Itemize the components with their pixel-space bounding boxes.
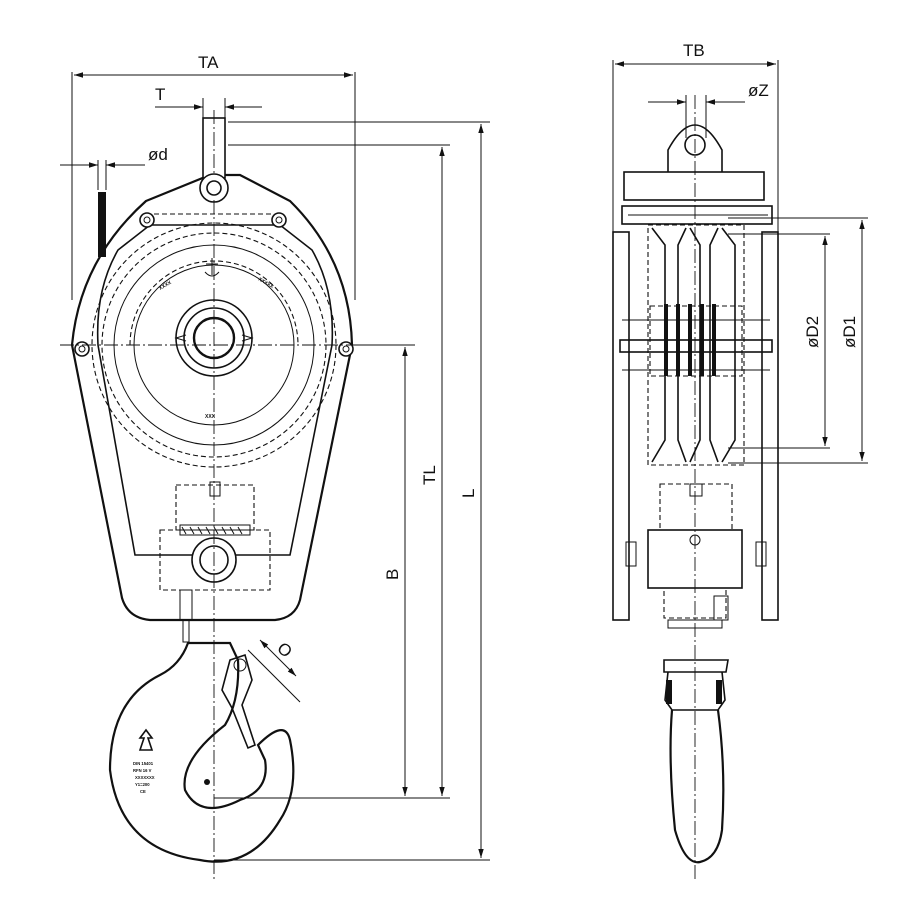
dim-d: ød xyxy=(148,145,168,164)
dim-T: T xyxy=(155,85,165,104)
bolt-top-left xyxy=(139,212,155,228)
front-side-plate xyxy=(70,173,354,622)
side-hook-shank xyxy=(663,659,729,673)
side-plate-left xyxy=(612,231,630,621)
side-view xyxy=(612,95,779,880)
dim-TB: TB xyxy=(683,41,705,60)
hook-mark-line3: XXXXXXX xyxy=(135,775,155,780)
dim-L: L xyxy=(459,489,478,498)
dim-O: O xyxy=(273,639,295,662)
side-hook-body xyxy=(669,709,725,864)
dim-TL: TL xyxy=(420,465,439,485)
bolt-top-right xyxy=(271,212,287,228)
hook-mark-line2: RFN 16 V xyxy=(133,768,152,773)
plate-bolts xyxy=(74,212,354,357)
load-hook xyxy=(108,641,295,863)
suspension-eye xyxy=(199,110,229,203)
dim-TA: TA xyxy=(198,53,219,72)
dim-B: B xyxy=(383,569,402,580)
dim-Z: øZ xyxy=(748,81,769,100)
front-view: XXXX XXXXX XXX DIN 15401 RFN 16 V XX xyxy=(60,110,410,880)
hook-mark-line5: CE xyxy=(140,789,146,794)
sheave-mark-bottom: XXX xyxy=(205,414,216,420)
hook-body xyxy=(108,641,295,863)
hook-logo xyxy=(138,728,154,751)
crosshead xyxy=(159,481,271,643)
front-dimensions: TA T ød B TL L O xyxy=(60,53,490,861)
sheave-mark-left: XXXX xyxy=(158,280,173,292)
hook-safety-latch xyxy=(221,653,256,750)
rope-section xyxy=(98,192,106,257)
bolt-right xyxy=(338,341,354,357)
side-plate-right xyxy=(761,231,779,621)
hook-mark-line1: DIN 15401 xyxy=(133,761,154,766)
front-plate-inner-line xyxy=(96,224,334,556)
side-dimensions: TB øZ øD2 øD1 xyxy=(612,41,868,464)
bolt-left xyxy=(74,341,90,357)
anchor-symbol xyxy=(204,258,220,277)
dim-D1: øD1 xyxy=(840,316,859,348)
hook-mark-line4: Y1=200 xyxy=(135,782,150,787)
dim-D2: øD2 xyxy=(803,316,822,348)
